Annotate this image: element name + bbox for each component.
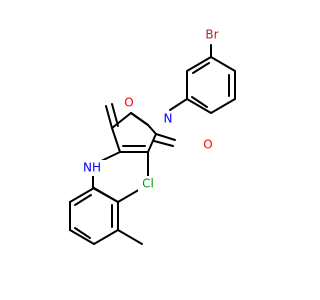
bond [111,112,132,129]
chlorine-label: Cl [142,177,154,191]
bond [111,103,119,127]
molecule-diagram: Br N O O NH Cl [69,26,236,245]
bond [210,98,236,114]
imide-nitrogen-label: N [164,112,173,126]
bond [93,187,119,203]
bond [93,229,119,245]
bond [74,227,91,239]
bond [186,56,212,72]
bond [69,229,95,245]
bond [130,112,149,126]
carbonyl-oxygen-right-label: O [203,138,212,152]
bond [147,124,157,135]
bond [117,229,143,245]
pyrroledione-ring [96,103,176,179]
bond [169,98,188,111]
bond [186,98,212,114]
dimethylphenyl-ring [69,187,143,245]
bond [192,62,210,74]
bond [210,56,236,72]
bond [74,194,92,206]
molecule-structure: Br N O O NH Cl [69,26,236,245]
bond [111,127,121,153]
bromine-label: Br [205,28,218,42]
bond [191,96,208,108]
bond [105,105,113,129]
amine-nh-label: NH [83,161,101,175]
bond [147,133,157,153]
carbonyl-oxygen-top-label: O [124,96,133,110]
bond [69,187,95,203]
bond [153,140,174,147]
bromophenyl-ring [169,44,236,114]
bond [155,133,176,141]
